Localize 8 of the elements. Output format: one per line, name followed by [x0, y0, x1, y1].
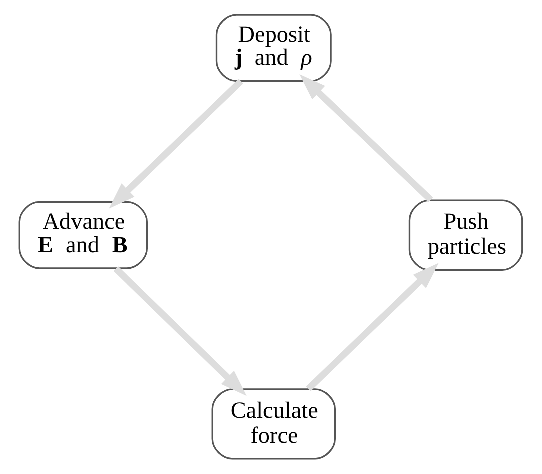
node-box: Calculate force [212, 388, 336, 460]
arrow [109, 79, 244, 209]
arrow [300, 74, 434, 202]
node-box: Push particles [408, 200, 524, 271]
node-box: Advance E and B [18, 201, 148, 270]
node-box: Deposit j and ρ [216, 14, 332, 82]
arrow [114, 266, 247, 396]
arrow [306, 263, 439, 392]
